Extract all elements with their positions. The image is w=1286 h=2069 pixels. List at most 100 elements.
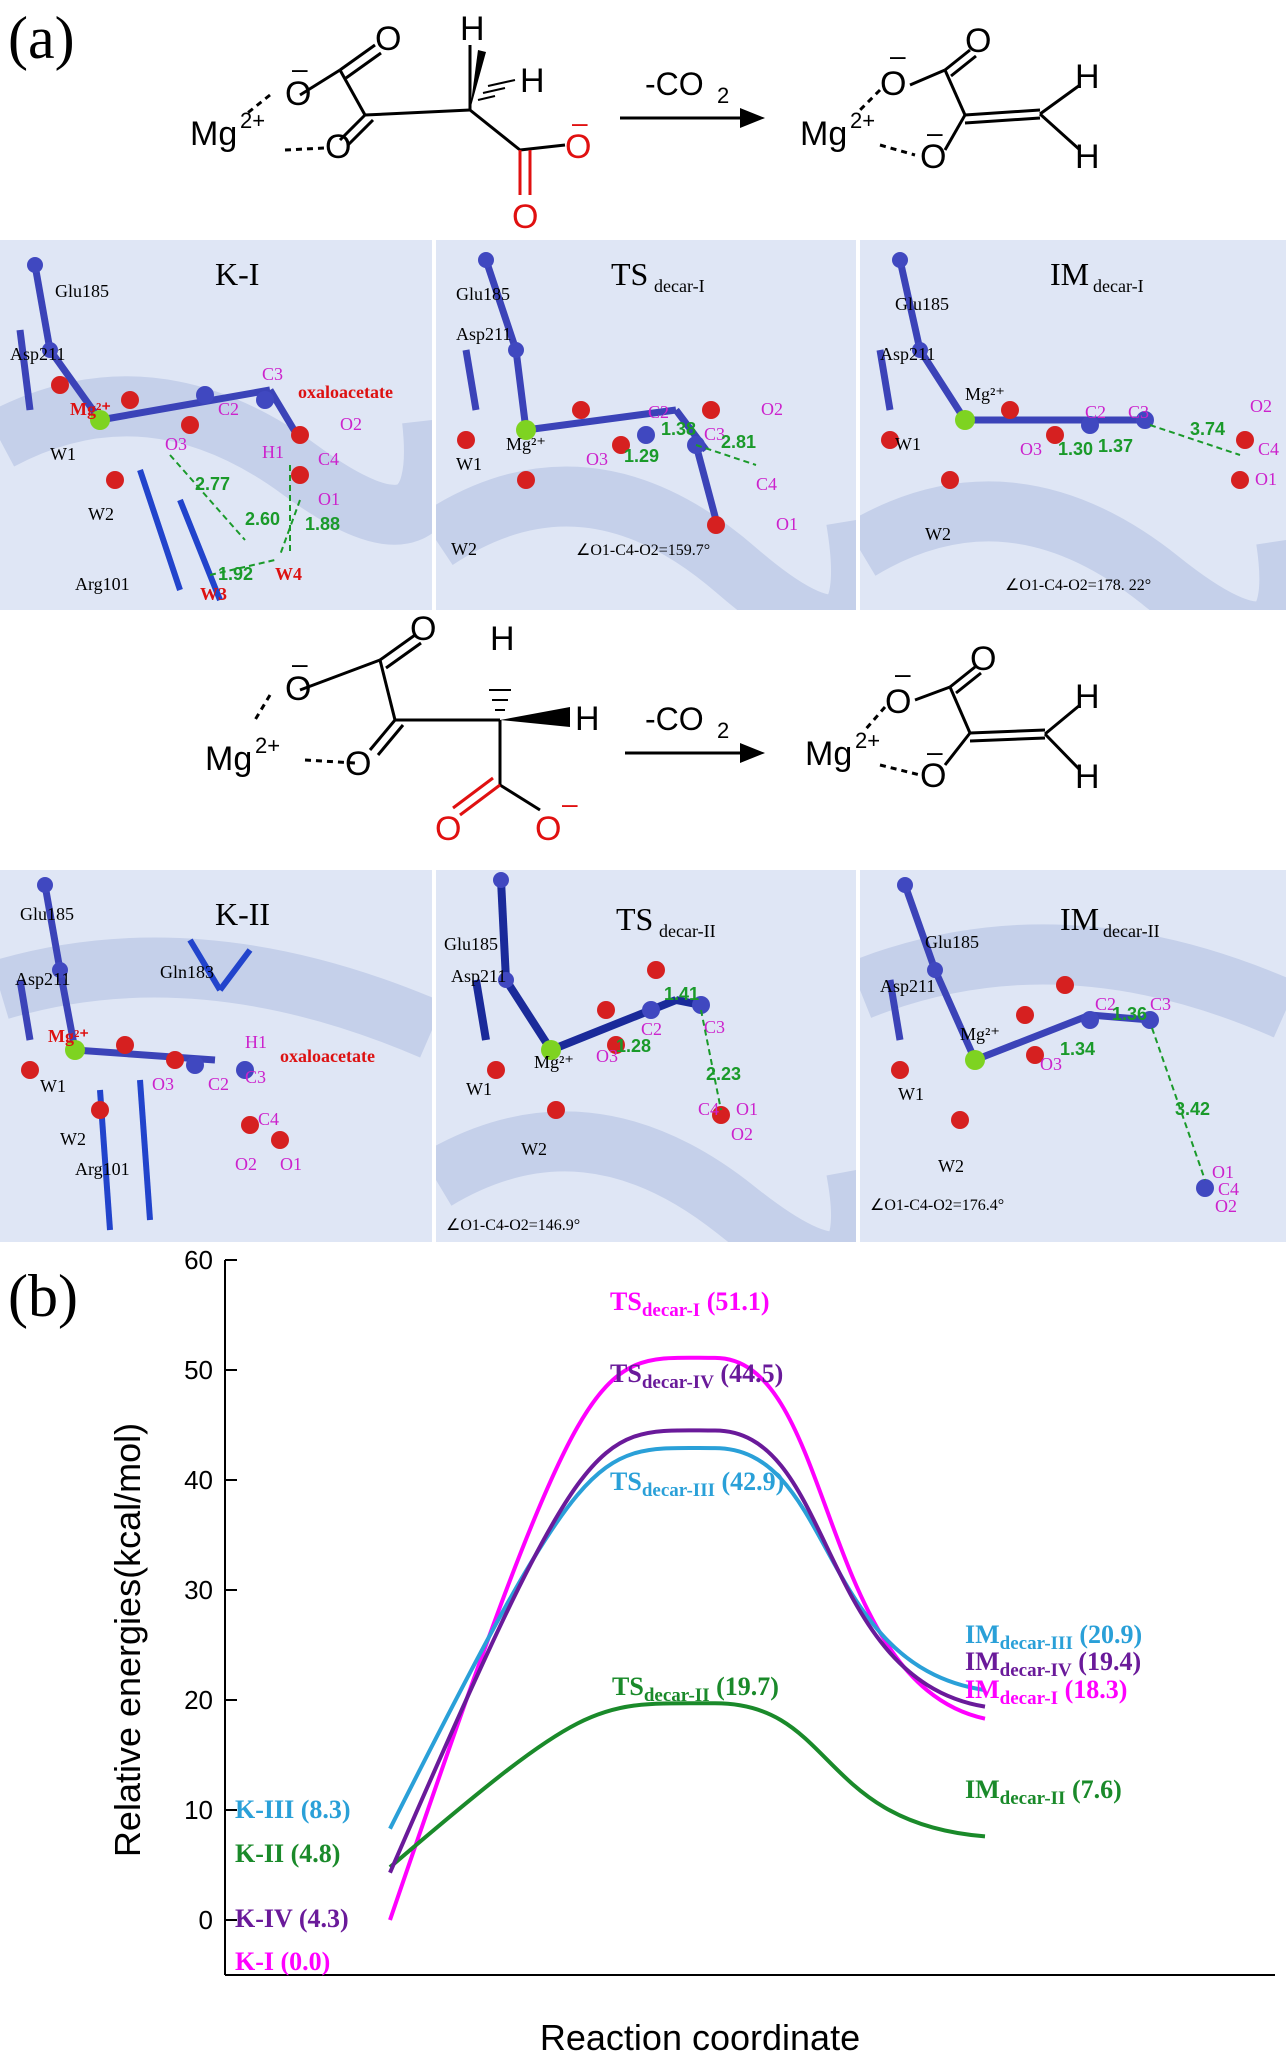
k-ii-atom-c2: C2 [208,1074,229,1094]
k-ii-atom-c4: C4 [258,1109,279,1129]
structure-im-decar-ii: IM decar-II Glu185 Asp211 W1 W2 Mg²⁺ C2 … [860,870,1286,1242]
k-i-mg: Mg²⁺ [70,399,111,419]
structure-im-decar-i: IM decar-I Glu185 Asp211 W1 W2 Mg²⁺ C2 C… [860,240,1286,610]
k-i-atom-c4: C4 [318,449,339,469]
scheme1-o-keto: O [325,128,351,166]
k-ii-mg: Mg²⁺ [48,1026,89,1046]
im-i-dist-3: 3.74 [1190,419,1225,439]
data-label-decar-IV-0: K-IV (4.3) [235,1904,349,1933]
ts-ii-angle: ∠O1-C4-O2=146.9° [446,1217,580,1234]
scheme2-prod-minus-left: – [895,658,911,689]
y-axis-title: Relative energies(kcal/mol) [107,1423,148,1857]
scheme1-prod-o-bottom: O [920,138,946,176]
im-ii-title-sub: decar-II [1103,921,1160,941]
y-tick-label: 30 [184,1575,213,1605]
scheme2-prod-mg: Mg [805,735,852,773]
ts-i-angle: ∠O1-C4-O2=159.7° [576,542,710,559]
scheme1-prod-h-bottom: H [1075,138,1100,176]
k-ii-atom-c3: C3 [245,1067,266,1087]
k-i-res-glu185: Glu185 [55,281,109,301]
im-ii-angle: ∠O1-C4-O2=176.4° [870,1197,1004,1214]
scheme1-o-top: O [375,20,401,58]
ts-i-mg: Mg²⁺ [506,434,546,454]
im-ii-dist-1: 1.36 [1112,1004,1147,1024]
k-i-w4: W4 [275,564,302,584]
ts-ii-dist-1: 1.41 [664,984,699,1004]
scheme2-o-keto: O [345,745,371,783]
k-ii-res-gln183: Gln183 [160,962,214,982]
data-label-decar-I-0: K-I (0.0) [235,1947,330,1976]
scheme2-minus-left: – [292,648,308,679]
structure-k-ii: K-II Glu185 Gln183 Asp211 Arg101 W1 W2 M… [0,870,432,1242]
panel-label-b: (b) [8,1263,78,1329]
series-line-decar-I [388,1355,986,1921]
scheme1-prod-o-left: O [880,65,906,103]
y-tick-label: 50 [184,1355,213,1385]
scheme2-prod-h-bottom: H [1075,758,1100,796]
scheme2-prod-mg-charge: 2+ [855,728,880,753]
im-i-dist-2: 1.37 [1098,436,1133,456]
im-i-res-glu185: Glu185 [895,294,949,314]
scheme2-h-right: H [575,700,600,738]
energy-profile-svg: 0 10 20 30 40 50 60 K-I (0.0) TSdecar-I (51.1) I… [107,1245,1275,2058]
y-tick-label: 40 [184,1465,213,1495]
reaction-scheme-2: O – O O Mg 2+ H H O O – -CO 2 O – O O – … [0,615,1286,870]
scheme1-prod-mg: Mg [800,115,847,153]
ts-ii-atom-c4: C4 [698,1099,719,1119]
y-tick-label: 0 [199,1905,213,1935]
scheme1-prod-h-top: H [1075,58,1100,96]
ts-i-atom-o1: O1 [776,514,798,534]
scheme2-minus-carboxy: – [562,788,578,819]
k-i-w1: W1 [50,444,76,464]
y-tick-label: 60 [184,1250,213,1275]
k-ii-atom-o3: O3 [152,1074,174,1094]
scheme1-prod-minus-bottom: – [927,117,943,148]
ts-ii-atom-o1: O1 [736,1099,758,1119]
im-i-atom-c3: C3 [1128,402,1149,422]
ts-ii-atom-o3: O3 [596,1046,618,1066]
k-ii-atom-o2: O2 [235,1154,257,1174]
data-label-decar-I-1: TSdecar-I (51.1) [610,1287,770,1321]
scheme1-arrow-sub: 2 [717,83,729,108]
ts-ii-dist-3: 2.23 [706,1064,741,1084]
data-label-decar-III-0: K-III (8.3) [235,1795,351,1824]
ts-i-atom-c4: C4 [756,474,777,494]
im-i-angle: ∠O1-C4-O2=178. 22° [1005,577,1151,594]
data-label-decar-I-2: IMdecar-I (18.3) [965,1675,1127,1709]
panel-label-a: (a) [8,5,75,71]
scheme2-prod-h-top: H [1075,678,1100,716]
ts-i-dist-2: 2.81 [721,432,756,452]
im-ii-res-glu185: Glu185 [925,932,979,952]
ts-ii-res-glu185: Glu185 [444,934,498,954]
data-label-decar-III-2: IMdecar-III (20.9) [965,1620,1142,1654]
scheme1-h-top: H [460,10,485,48]
scheme1-mg-charge: 2+ [240,108,265,133]
data-label-decar-IV-2: IMdecar-IV (19.4) [965,1647,1141,1681]
ts-i-res-glu185: Glu185 [456,284,510,304]
x-axis-title: Reaction coordinate [540,2017,860,2058]
im-i-title-sub: decar-I [1093,276,1144,296]
im-ii-res-asp211: Asp211 [880,976,935,996]
ts-ii-mg: Mg²⁺ [534,1052,574,1072]
im-ii-atom-c3: C3 [1150,994,1171,1014]
ts-i-dist-3: 1.29 [624,446,659,466]
im-i-w1: W1 [895,434,921,454]
scheme1-arrow-label: -CO [645,66,704,102]
scheme1-prod-o-top: O [965,22,991,60]
y-tick-label: 20 [184,1685,213,1715]
scheme2-mg-charge: 2+ [255,733,280,758]
ts-i-res-asp211: Asp211 [456,324,511,344]
im-ii-w2: W2 [938,1156,964,1176]
k-i-dist-3: 1.88 [305,514,340,534]
im-ii-atom-c4: C4 [1218,1179,1239,1199]
structure-row-2: K-II Glu185 Gln183 Asp211 Arg101 W1 W2 M… [0,870,1286,1242]
im-i-mg: Mg²⁺ [965,384,1005,404]
scheme2-o-carboxy: O [535,810,561,848]
im-i-res-asp211: Asp211 [880,344,935,364]
k-ii-atom-o1: O1 [280,1154,302,1174]
y-tick-label: 10 [184,1795,213,1825]
ts-ii-atom-c2: C2 [641,1019,662,1039]
scheme1-prod-mg-charge: 2+ [850,108,875,133]
k-i-atom-c3: C3 [262,364,283,384]
im-i-atom-o2: O2 [1250,396,1272,416]
